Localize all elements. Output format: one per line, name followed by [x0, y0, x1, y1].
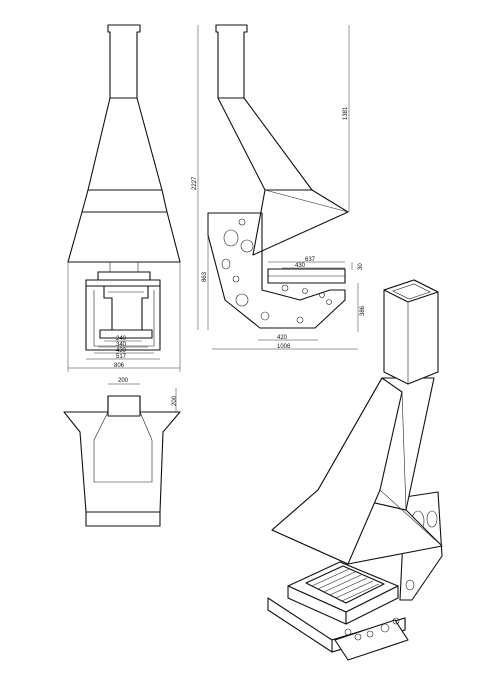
front-chimney — [107, 24, 141, 99]
side-dimensions: 2227 1381 863 637 430 30 386 420 1006 — [192, 25, 366, 350]
side-canopy — [252, 189, 349, 256]
front-dim-517: 517 — [116, 354, 127, 360]
side-dim-1381: 1381 — [343, 106, 349, 120]
front-base — [85, 286, 161, 351]
side-plate-holes — [221, 218, 332, 324]
side-dim-386: 386 — [360, 305, 366, 316]
side-dim-30: 30 — [358, 263, 364, 270]
front-dim-430: 430 — [116, 348, 127, 354]
side-flue — [217, 97, 313, 191]
front-view: 240 340 430 517 806 — [67, 24, 181, 372]
side-dim-863: 863 — [202, 271, 208, 282]
front-dimensions: 240 340 430 517 806 — [67, 262, 181, 372]
front-firebox — [103, 286, 149, 331]
top-dim-depth: 200 — [172, 395, 178, 406]
top-dim-width: 200 — [118, 378, 129, 384]
side-dim-420: 420 — [277, 335, 288, 341]
side-chimney — [215, 24, 248, 99]
side-dim-2227: 2227 — [192, 176, 198, 190]
side-view: 2227 1381 863 637 430 30 386 420 1006 — [192, 24, 366, 350]
side-support-plate — [207, 212, 346, 329]
iso-grate-bars — [311, 568, 380, 602]
isometric-view — [267, 279, 443, 661]
side-dim-430: 430 — [295, 263, 306, 269]
front-dim-806: 806 — [114, 363, 125, 369]
top-dimensions: 200 200 — [108, 378, 178, 412]
front-hood — [87, 97, 163, 191]
top-hood-outline — [63, 395, 181, 513]
top-base-plate — [85, 512, 161, 527]
front-dim-340: 340 — [116, 342, 127, 348]
side-grate-tray — [267, 268, 346, 284]
top-view: 200 200 — [63, 378, 181, 527]
front-dim-240: 240 — [116, 336, 127, 342]
side-dim-637: 637 — [305, 257, 316, 263]
front-hood-skirt — [67, 211, 181, 263]
side-dim-1006: 1006 — [277, 344, 291, 350]
